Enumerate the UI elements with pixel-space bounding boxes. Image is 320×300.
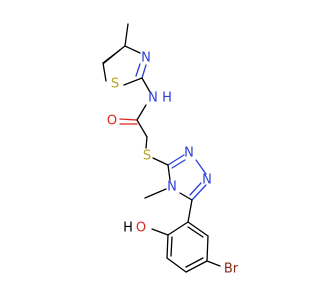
bond-ph-oh bbox=[151, 228, 169, 236]
bond-nh-carbonyl bbox=[136, 104, 147, 121]
bond-ch2-s bbox=[145, 136, 148, 149]
atom-n-amide: N bbox=[148, 91, 158, 106]
atom-n-thiazole: N bbox=[141, 51, 151, 66]
bond-carbonyl-o bbox=[119, 118, 138, 121]
bond-ph-5 bbox=[206, 235, 209, 262]
atom-n-triazole-methyl: N bbox=[167, 180, 177, 195]
bond-n4-methyl bbox=[144, 188, 167, 199]
bond-s-c2 bbox=[123, 77, 143, 86]
bond-n-c4 bbox=[124, 45, 141, 54]
bond-c5-s bbox=[102, 62, 107, 82]
atom-o-carbonyl: O bbox=[107, 114, 117, 129]
bond-c5-n4 bbox=[179, 192, 193, 201]
bond-n4-c3 bbox=[167, 164, 171, 181]
atom-o-hydroxyl: O bbox=[136, 221, 146, 236]
molecule-structure: S N N H O S N N N H O Br bbox=[102, 23, 239, 277]
atom-h-amide: H bbox=[162, 91, 172, 106]
bond-n2-n1 bbox=[195, 159, 207, 175]
atom-s-thiazole: S bbox=[111, 77, 119, 92]
bond-ph-br bbox=[206, 260, 221, 267]
atom-n-triazole-right: N bbox=[202, 173, 212, 188]
atom-labels: S N N H O S N N N H O Br bbox=[107, 51, 239, 277]
atom-h-hydroxyl: H bbox=[123, 221, 133, 236]
bond-n1-c5 bbox=[191, 184, 207, 201]
bond-n1-c5-double bbox=[189, 182, 202, 196]
bond-s-triazole bbox=[152, 157, 169, 166]
bond-ph-3 bbox=[166, 257, 187, 273]
bond-c2-nh bbox=[141, 77, 151, 93]
bond-ph-1 bbox=[167, 221, 189, 236]
bond-ph-4-double bbox=[185, 257, 204, 268]
bond-carbonyl-ch2 bbox=[136, 119, 148, 138]
bond-ph-2 bbox=[166, 234, 169, 259]
bonds bbox=[102, 23, 221, 273]
bond-triazole-phenyl bbox=[187, 199, 193, 223]
bond-c2-n bbox=[141, 64, 147, 79]
bond-ph-2-double bbox=[170, 236, 173, 257]
bond-methyl-thiazole bbox=[124, 23, 129, 47]
atom-br: Br bbox=[224, 262, 239, 277]
bond-ph-6-double bbox=[187, 226, 204, 238]
bond-c4-c5-double bbox=[103, 49, 121, 64]
molecule-canvas: S N N H O S N N N H O Br bbox=[102, 23, 239, 277]
bond-ph-4 bbox=[185, 260, 208, 273]
atom-s-thioether: S bbox=[143, 149, 151, 164]
bond-c3-n2-double bbox=[171, 159, 186, 169]
atom-n-triazole-top: N bbox=[184, 146, 194, 161]
bond-ph-6 bbox=[187, 221, 209, 237]
bond-c2-n-double bbox=[135, 63, 141, 77]
bond-c3-n2 bbox=[167, 154, 185, 166]
